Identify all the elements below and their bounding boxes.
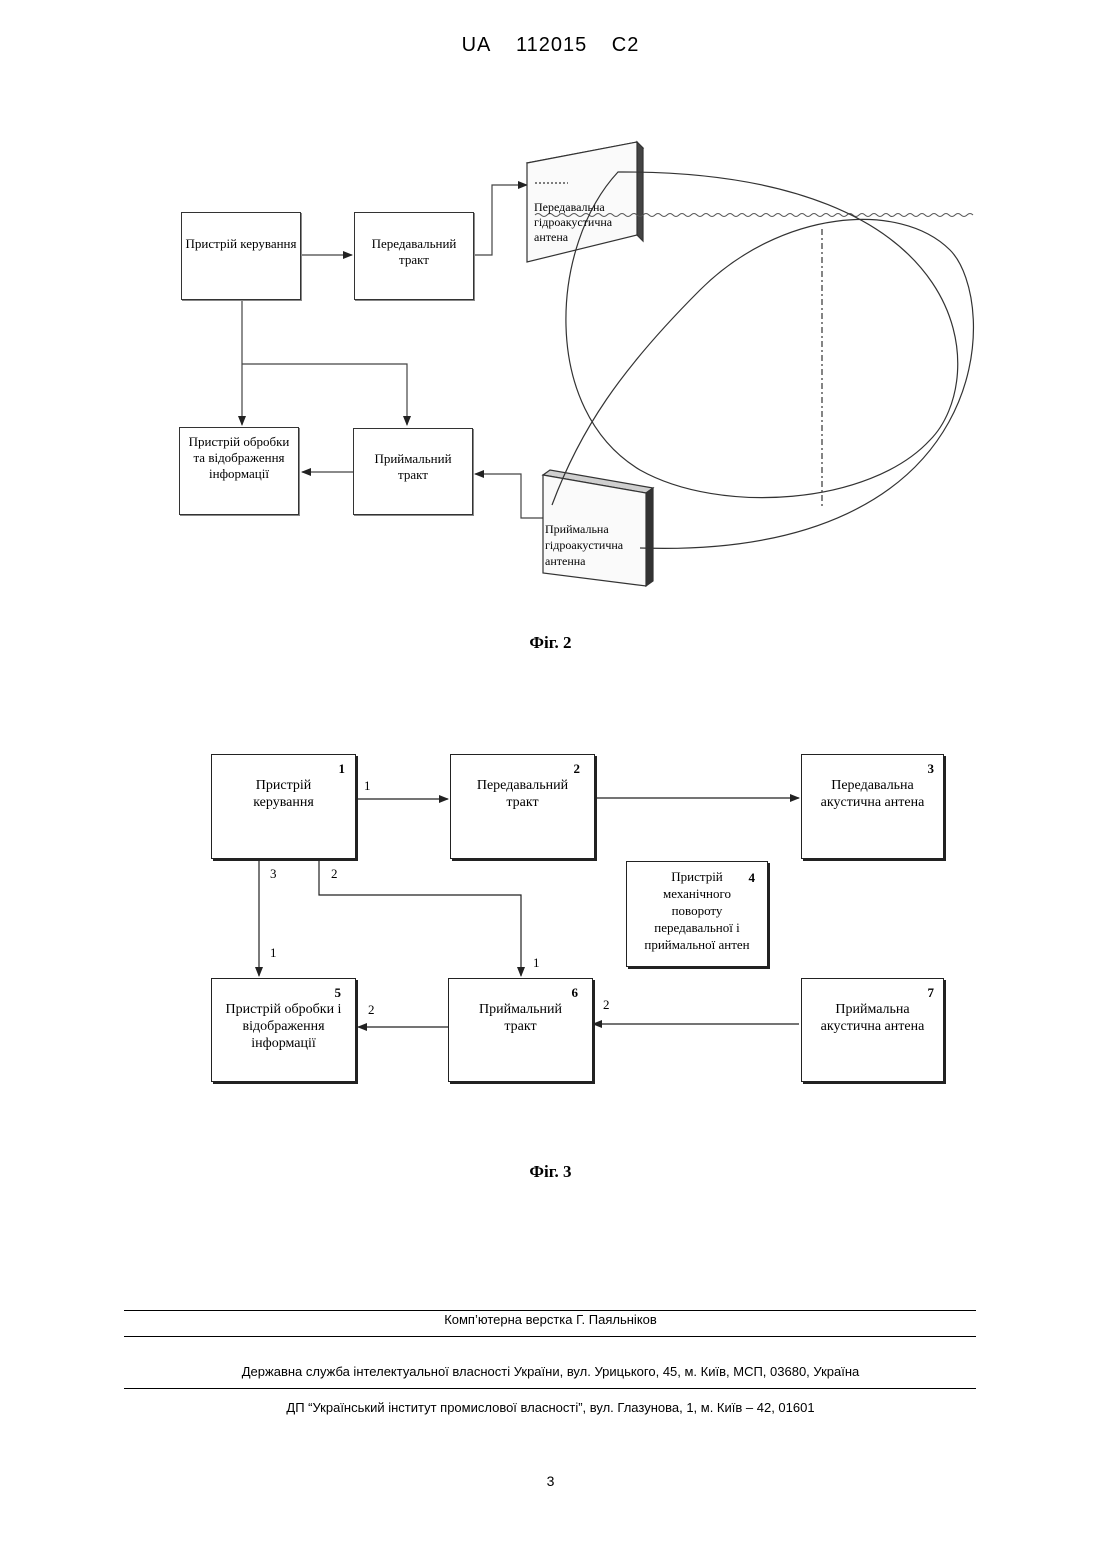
fig2-transmit-path-label: Передавальний тракт bbox=[355, 236, 473, 268]
footer-agency: Державна служба інтелектуальної власност… bbox=[0, 1364, 1101, 1379]
fig3-block-7: 7 Приймальна акустична антена bbox=[801, 978, 944, 1082]
footer-rule-bottom bbox=[124, 1388, 976, 1389]
fig3-block-7-number: 7 bbox=[928, 985, 935, 1001]
fig3-port-label-b5-in1: 1 bbox=[270, 945, 277, 961]
fig3-port-label-b1-out3: 3 bbox=[270, 866, 277, 882]
fig3-block-1-number: 1 bbox=[339, 761, 346, 777]
fig3-port-label-b1-out2: 2 bbox=[331, 866, 338, 882]
fig3-block-2: 2 Передавальний тракт bbox=[450, 754, 595, 859]
fig3-block-3: 3 Передавальна акустична антена bbox=[801, 754, 944, 859]
footer-rule-top bbox=[124, 1310, 976, 1311]
fig3-port-label-b6-in2: 2 bbox=[603, 997, 610, 1013]
fig3-block-3-number: 3 bbox=[928, 761, 935, 777]
fig2-arrow-antenna-to-receive bbox=[475, 474, 543, 518]
fig3-block-6: 6 Приймальний тракт bbox=[448, 978, 593, 1082]
fig3-block-5-number: 5 bbox=[335, 985, 342, 1001]
fig2-receive-antenna-label: Приймальна гідроакустична антенна bbox=[545, 521, 645, 569]
page-number: 3 bbox=[0, 1473, 1101, 1489]
fig2-processing-device-label: Пристрій обробки та відображення інформа… bbox=[180, 434, 298, 482]
fig3-port-label-b6-in1: 1 bbox=[533, 955, 540, 971]
fig2-transmit-antenna-label: Передавальна гідроакустична антена bbox=[534, 200, 634, 245]
fig3-block-3-label: Передавальна акустична антена bbox=[802, 777, 943, 811]
fig2-transmit-path-block: Передавальний тракт bbox=[354, 212, 474, 300]
fig3-block-7-label: Приймальна акустична антена bbox=[802, 1001, 943, 1035]
footer-layout-credit: Комп’ютерна верстка Г. Паяльніков bbox=[0, 1312, 1101, 1327]
fig2-processing-device-block: Пристрій обробки та відображення інформа… bbox=[179, 427, 299, 515]
fig3-block-6-number: 6 bbox=[572, 985, 579, 1001]
fig2-caption: Фіг. 2 bbox=[0, 633, 1101, 653]
fig3-block-2-label: Передавальний тракт bbox=[451, 777, 594, 811]
fig3-block-5-label: Пристрій обробки і відображення інформац… bbox=[212, 1001, 355, 1052]
fig2-control-device-label: Пристрій керування bbox=[182, 236, 300, 252]
fig3-arrow-1-to-6 bbox=[319, 860, 521, 976]
fig3-block-2-number: 2 bbox=[574, 761, 581, 777]
fig3-block-4: 4 Пристрій механічного повороту передава… bbox=[626, 861, 768, 967]
fig2-arrow-control-to-receive bbox=[242, 364, 407, 425]
footer-rule-middle bbox=[124, 1336, 976, 1337]
fig3-block-1-label: Пристрій керування bbox=[212, 777, 355, 811]
fig3-block-5: 5 Пристрій обробки і відображення інформ… bbox=[211, 978, 356, 1082]
fig3-block-1: 1 Пристрій керування bbox=[211, 754, 356, 859]
fig3-port-label-b1-out1: 1 bbox=[364, 778, 371, 794]
fig3-port-label-b5-in2: 2 bbox=[368, 1002, 375, 1018]
fig3-block-4-label: Пристрій механічного повороту передаваль… bbox=[627, 868, 767, 953]
fig2-receive-path-label: Приймальний тракт bbox=[354, 451, 472, 483]
fig2-control-device-block: Пристрій керування bbox=[181, 212, 301, 300]
footer-institute: ДП “Український інститут промислової вла… bbox=[0, 1400, 1101, 1415]
fig3-caption: Фіг. 3 bbox=[0, 1162, 1101, 1182]
fig3-block-6-label: Приймальний тракт bbox=[449, 1001, 592, 1035]
fig2-receive-path-block: Приймальний тракт bbox=[353, 428, 473, 515]
fig2-arrow-transmit-to-antenna bbox=[474, 185, 527, 255]
